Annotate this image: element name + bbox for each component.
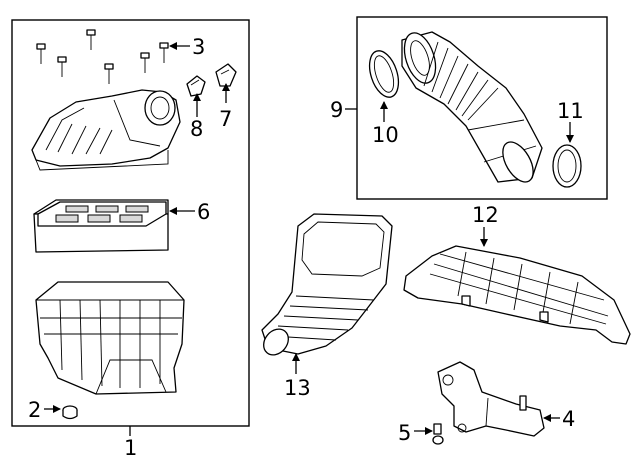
clip-part-8	[186, 75, 206, 97]
bolt	[104, 63, 114, 84]
callout-2: 2	[28, 398, 41, 422]
callout-7: 7	[219, 107, 232, 131]
duct-kit-frame	[356, 16, 608, 200]
intake-hose	[401, 31, 543, 183]
resonator	[403, 245, 631, 345]
leader-lines	[44, 42, 574, 436]
bolts-group	[36, 29, 169, 84]
callout-10: 10	[372, 123, 399, 147]
hose-clamp-part-11	[552, 144, 582, 188]
air-cleaner-cover	[31, 89, 181, 171]
grommet-part-2	[62, 405, 78, 420]
callout-5: 5	[398, 421, 411, 445]
air-inlet-duct	[261, 213, 393, 356]
air-filter-element	[33, 199, 169, 253]
bolt	[57, 56, 67, 77]
hose-clamp-part-10	[368, 50, 400, 98]
bolt	[86, 29, 96, 50]
bolt	[159, 42, 169, 63]
callout-9: 9	[330, 98, 343, 122]
mounting-bracket	[437, 361, 545, 437]
callout-labels: 1 2 3 4 5 6 7 8 9 10 11 12 13	[28, 35, 584, 460]
callout-4: 4	[562, 407, 575, 431]
clip-part-7	[215, 63, 237, 87]
callout-12: 12	[472, 203, 499, 227]
bolt	[140, 52, 150, 73]
callout-8: 8	[190, 117, 203, 141]
callout-13: 13	[284, 376, 311, 400]
callout-6: 6	[197, 200, 210, 224]
callout-11: 11	[557, 99, 584, 123]
callout-3: 3	[192, 35, 205, 59]
air-cleaner-housing	[35, 281, 185, 395]
callout-1: 1	[124, 436, 137, 460]
bolt	[36, 43, 46, 64]
bolt-part-5	[432, 423, 444, 445]
